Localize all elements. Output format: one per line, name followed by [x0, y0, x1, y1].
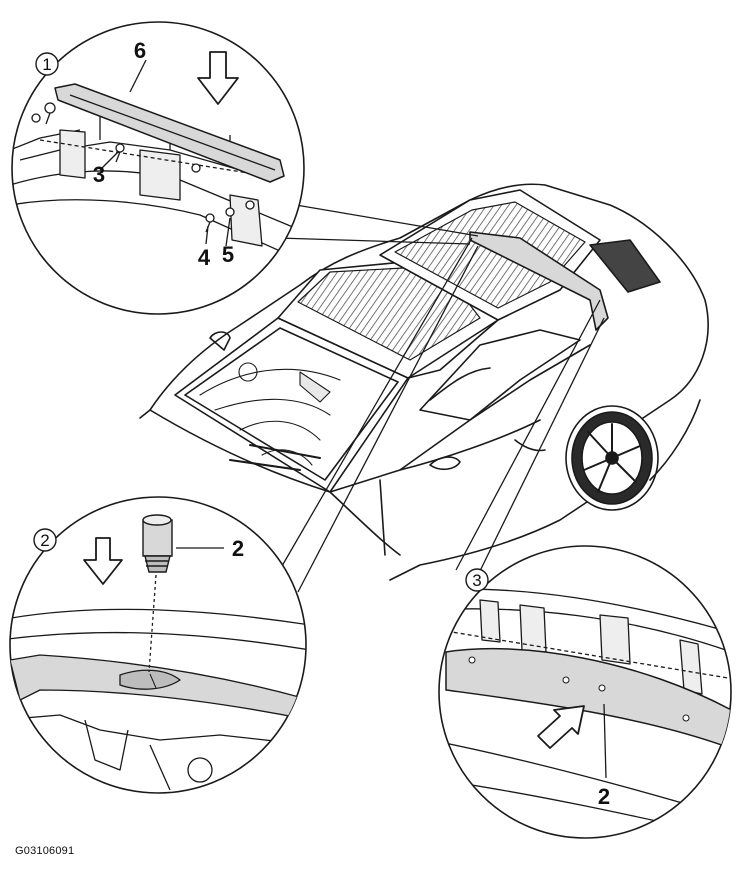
- down-arrow-icon: [83, 537, 123, 585]
- step-number-1: 1: [42, 55, 51, 74]
- callout-bolt-low: 4: [198, 245, 211, 270]
- callout-plug: 2: [232, 536, 244, 561]
- down-arrow-icon: [197, 51, 239, 105]
- callout-bar: 6: [134, 38, 146, 63]
- step-number-2: 2: [40, 531, 49, 550]
- callout-panel: 2: [598, 784, 610, 809]
- callout-bolt-right: 5: [222, 242, 234, 267]
- detail-circle-2: 2 2: [9, 496, 307, 794]
- cockpit-interior: [199, 362, 341, 466]
- figure-id: G03106091: [15, 845, 75, 857]
- callout-bolt-left: 3: [93, 162, 105, 187]
- plug-part: [142, 514, 173, 573]
- detail-circle-3: 3 2: [438, 545, 732, 839]
- step-number-3: 3: [472, 571, 481, 590]
- push-arrow-icon: [537, 705, 585, 749]
- detail-circle-1: 1 6 3 4 5: [11, 21, 305, 315]
- detail-leader-lines: [277, 204, 605, 593]
